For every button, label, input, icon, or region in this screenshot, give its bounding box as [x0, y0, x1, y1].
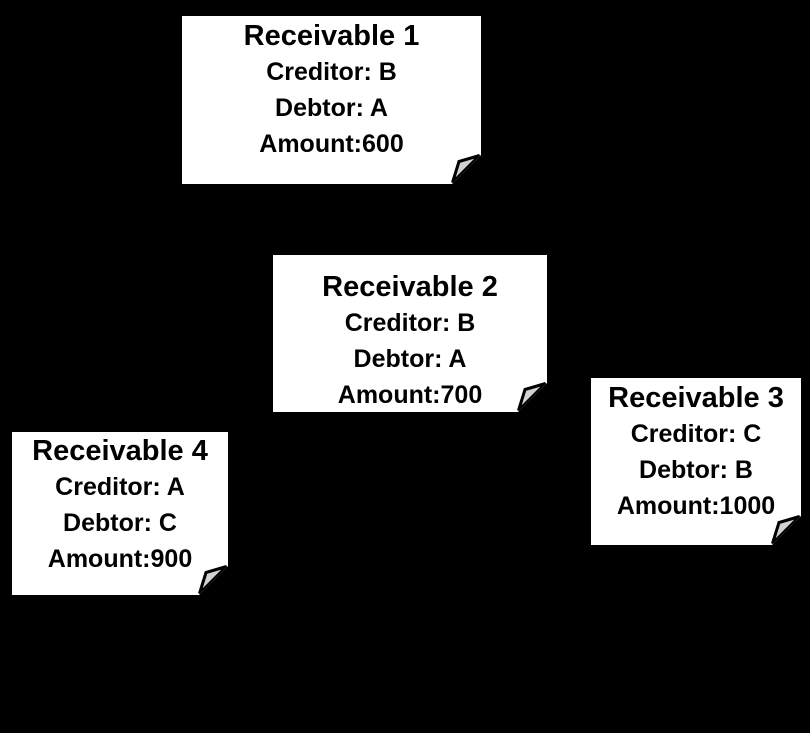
note-amount-line: Amount:1000 [616, 492, 776, 520]
folded-corner-icon [771, 515, 801, 545]
folded-corner-icon [451, 154, 481, 184]
note-creditor-line: Creditor: B [344, 309, 476, 337]
note-title: Receivable 2 [322, 271, 498, 303]
note-title: Receivable 4 [32, 435, 208, 467]
folded-corner-icon [198, 565, 228, 595]
note-debtor-line: Debtor: A [353, 345, 467, 373]
note-receivable-3[interactable]: Receivable 3 Creditor: C Debtor: B Amoun… [591, 378, 801, 545]
note-text-block: Receivable 3 Creditor: C Debtor: B Amoun… [591, 380, 801, 524]
note-text-block: Receivable 2 Creditor: B Debtor: A Amoun… [273, 269, 547, 413]
folded-corner-icon [517, 382, 547, 412]
note-debtor-line: Debtor: B [639, 456, 753, 484]
note-debtor-line: Debtor: C [63, 509, 177, 537]
note-title: Receivable 1 [243, 20, 420, 52]
note-text-block: Receivable 4 Creditor: A Debtor: C Amoun… [12, 433, 228, 577]
note-debtor-line: Debtor: A [275, 94, 388, 122]
note-amount-line: Amount:600 [259, 130, 404, 158]
note-receivable-1[interactable]: Receivable 1 Creditor: B Debtor: A Amoun… [182, 16, 481, 184]
note-title: Receivable 3 [608, 382, 784, 414]
note-creditor-line: Creditor: A [55, 473, 185, 501]
note-amount-line: Amount:900 [47, 545, 193, 573]
note-receivable-2[interactable]: Receivable 2 Creditor: B Debtor: A Amoun… [273, 255, 547, 412]
note-amount-line: Amount:700 [337, 381, 483, 409]
note-creditor-line: Creditor: B [266, 58, 397, 86]
note-text-block: Receivable 1 Creditor: B Debtor: A Amoun… [182, 18, 481, 162]
note-creditor-line: Creditor: C [630, 420, 762, 448]
note-receivable-4[interactable]: Receivable 4 Creditor: A Debtor: C Amoun… [12, 432, 228, 595]
